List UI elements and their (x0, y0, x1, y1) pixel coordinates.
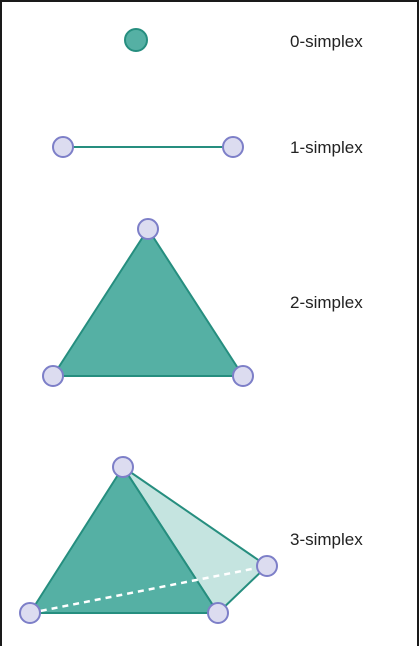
one-simplex-label: 1-simplex (290, 138, 363, 157)
three-simplex-front-face (29, 466, 219, 614)
three-simplex-hidden-edge (29, 564, 268, 615)
two-simplex-label: 2-simplex (290, 293, 363, 312)
two-simplex-vertex-left (42, 365, 64, 387)
two-simplex (42, 218, 254, 387)
three-simplex-label: 3-simplex (290, 530, 363, 549)
zero-simplex-label: 0-simplex (290, 32, 363, 51)
one-simplex-vertex-left (52, 136, 74, 158)
two-simplex-face (52, 228, 244, 377)
zero-simplex-point (124, 28, 148, 52)
three-simplex-vertex-top (112, 456, 134, 478)
two-simplex-vertex-top (137, 218, 159, 240)
one-simplex (52, 136, 244, 158)
two-simplex-vertex-right (232, 365, 254, 387)
three-simplex-vertex-bottom-right (207, 602, 229, 624)
zero-simplex (124, 28, 148, 52)
three-simplex-vertex-right (256, 555, 278, 577)
one-simplex-vertex-right (222, 136, 244, 158)
three-simplex (19, 456, 278, 624)
three-simplex-vertex-bottom-left (19, 602, 41, 624)
